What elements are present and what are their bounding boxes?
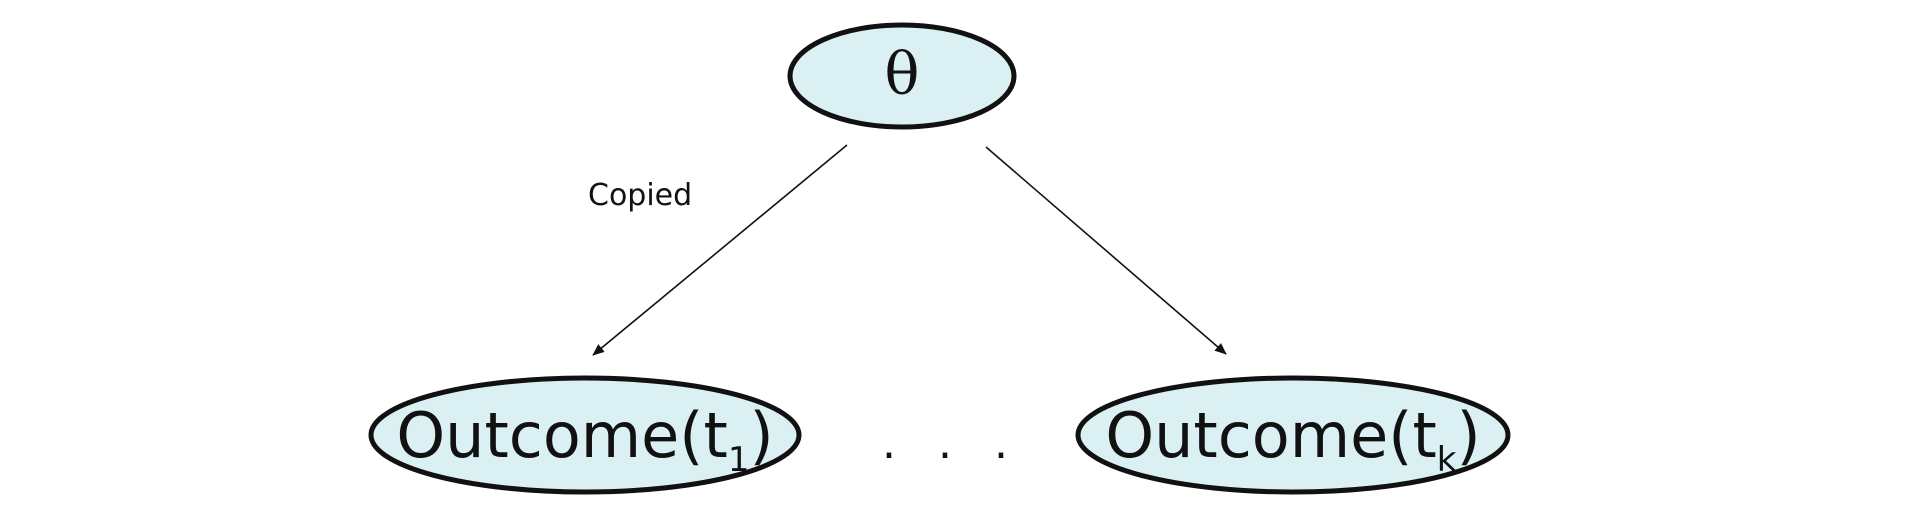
theta-node-label: θ	[885, 40, 920, 108]
theta-node[interactable]: θ	[787, 22, 1017, 130]
outcome-k-label-subscript: k	[1437, 440, 1457, 480]
outcome-k-label-main: Outcome(t	[1105, 399, 1436, 472]
edge-theta-to-outcome-1	[592, 144, 848, 356]
outcome-k-node[interactable]: Outcome(tk)	[1075, 375, 1511, 495]
outcome-1-label-close: )	[749, 399, 773, 472]
outcome-1-label-subscript: 1	[728, 440, 750, 480]
outcome-1-node[interactable]: Outcome(t1)	[368, 375, 802, 495]
outcome-1-node-label: Outcome(t1)	[396, 399, 773, 480]
outcome-k-node-label: Outcome(tk)	[1105, 399, 1480, 480]
ellipsis: . . .	[882, 418, 1022, 469]
outcome-k-label-close: )	[1456, 399, 1480, 472]
theta-node-ellipse	[787, 22, 1017, 130]
edge-theta-to-outcome-k	[985, 146, 1227, 355]
outcome-k-node-ellipse	[1075, 375, 1511, 495]
edge-label-copied: Copied	[588, 178, 692, 213]
outcome-1-label-main: Outcome(t	[396, 399, 727, 472]
outcome-1-node-ellipse	[368, 375, 802, 495]
